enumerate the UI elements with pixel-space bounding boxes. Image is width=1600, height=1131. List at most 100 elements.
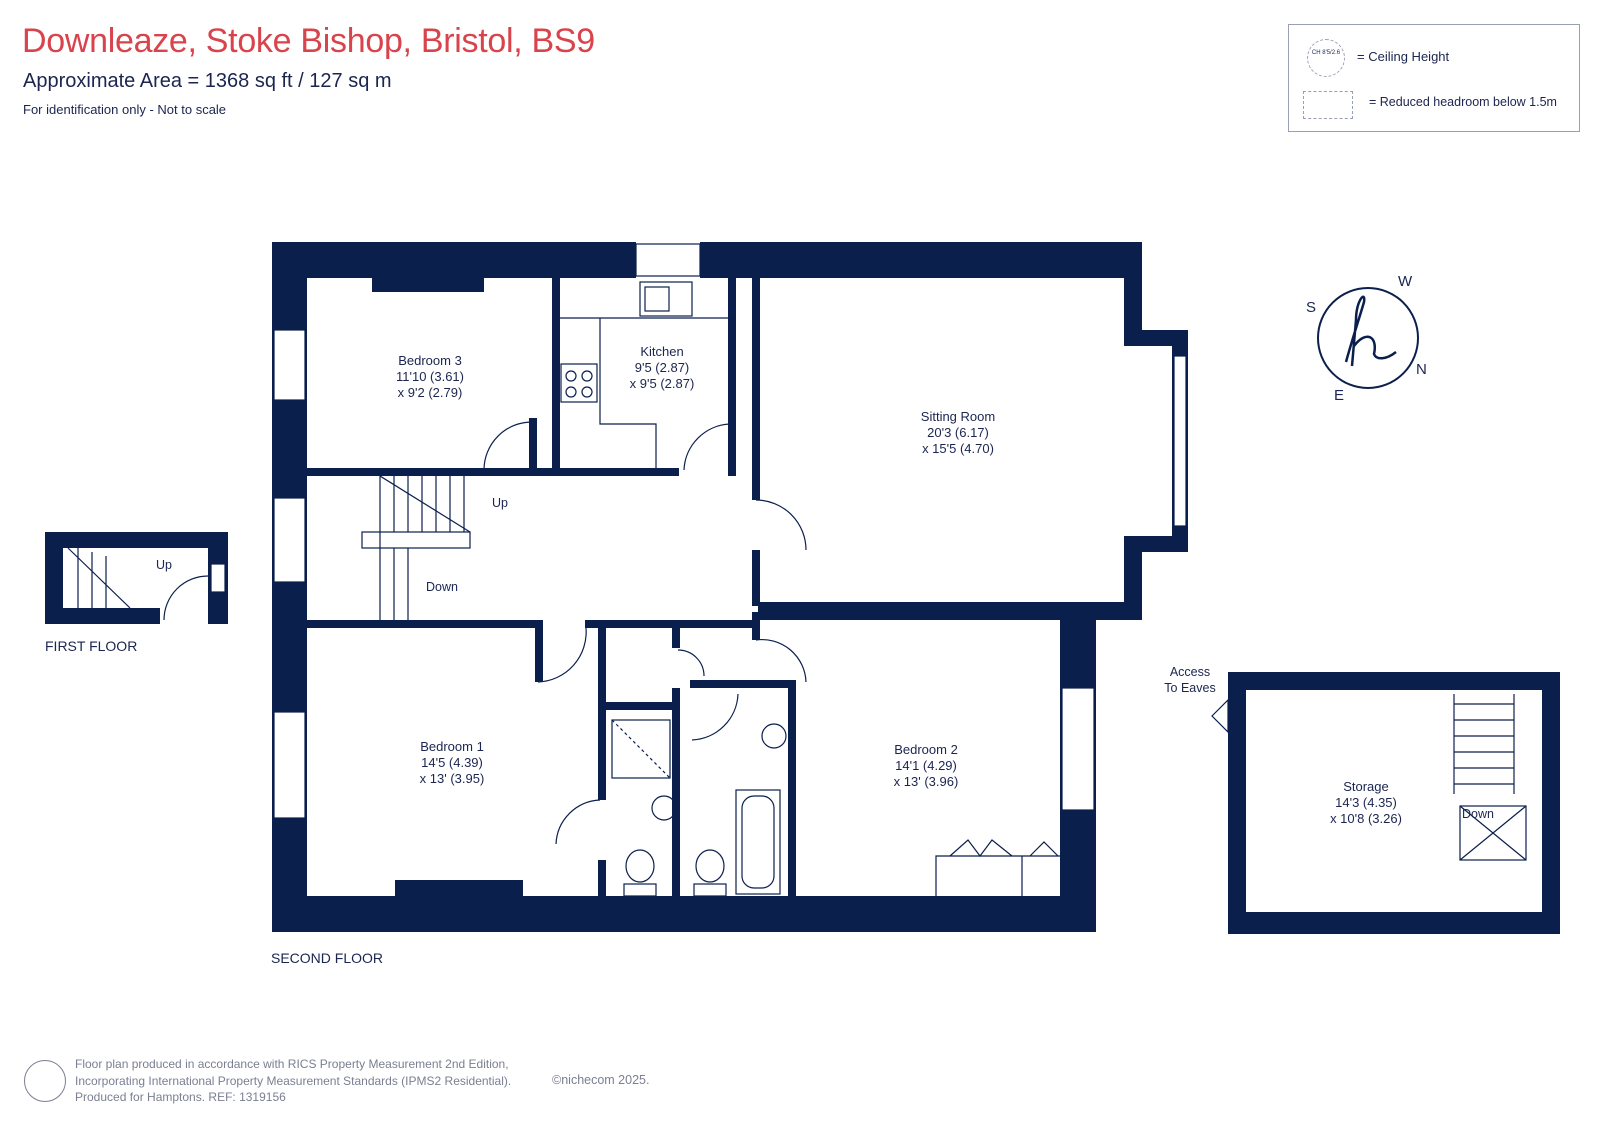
wall: [788, 680, 796, 900]
stair-treads: [379, 476, 465, 620]
kitchen-worktop: [599, 318, 657, 468]
copyright: ©nichecom 2025.: [552, 1073, 650, 1087]
window: [273, 711, 306, 819]
window: [273, 329, 306, 401]
compass-letter-s: S: [1306, 299, 1316, 316]
identification-note: For identification only - Not to scale: [23, 102, 227, 117]
legend-box: CH 8'5/2.6 = Ceiling Height = Reduced he…: [1288, 24, 1580, 132]
compass-circle: [1317, 287, 1419, 389]
stair-treads: [67, 547, 131, 609]
footer-line: Incorporating International Property Mea…: [75, 1073, 512, 1088]
first-floor-label: FIRST FLOOR: [45, 638, 138, 654]
wall: [672, 688, 680, 900]
wall: [307, 468, 529, 476]
wall: [1228, 672, 1246, 934]
wall: [1228, 912, 1560, 934]
toilet-cistern: [693, 883, 727, 897]
ceiling-height-label: = Ceiling Height: [1357, 49, 1450, 64]
door-swing: [537, 627, 587, 683]
logo-mark: [1344, 295, 1397, 367]
room-dim-bedroom-1: x 13' (3.95): [420, 771, 485, 786]
hob-ring: [581, 370, 593, 382]
wall: [529, 468, 679, 476]
room-name-bedroom-3: Bedroom 3: [398, 353, 462, 368]
wall: [758, 602, 1142, 620]
wall: [752, 550, 760, 606]
door-swing: [683, 423, 731, 471]
storage-down-label: Down: [1462, 807, 1494, 821]
info-icon: [24, 1060, 66, 1102]
wall: [598, 628, 606, 800]
room-dim-kitchen: 9'5 (2.87): [635, 360, 690, 375]
hob-icon: [560, 363, 598, 403]
wall: [672, 628, 680, 648]
wall: [307, 620, 535, 628]
footer-line: Floor plan produced in accordance with R…: [75, 1057, 509, 1071]
wall: [700, 242, 1140, 278]
room-dim-sitting-room: x 15'5 (4.70): [922, 441, 994, 456]
window: [1173, 355, 1187, 527]
stair-up-label: Up: [492, 496, 508, 510]
room-name-bedroom-2: Bedroom 2: [894, 742, 958, 757]
wall: [395, 880, 523, 896]
wall: [752, 612, 760, 640]
stair-down-label: Down: [426, 580, 458, 594]
basin-icon: [651, 795, 677, 821]
room-dim-bedroom-3: 11'10 (3.61): [396, 369, 464, 384]
stair-treads: [1453, 694, 1515, 794]
bath-icon: [735, 789, 781, 895]
first-floor-up-label: Up: [156, 558, 172, 572]
chimney-breast: [635, 243, 701, 277]
wall: [1124, 242, 1142, 342]
door-swing: [691, 693, 739, 741]
wall: [372, 278, 484, 292]
access-label: Access: [1170, 665, 1210, 679]
door-swing: [163, 575, 209, 621]
stair-break-line: [379, 475, 471, 533]
compass-letter-e: E: [1334, 387, 1344, 404]
sink-icon: [639, 281, 693, 317]
loft-hatch-cross: [1459, 805, 1527, 861]
compass: S W N E: [1306, 273, 1427, 404]
room-dim-storage: 14'3 (4.35): [1335, 795, 1397, 810]
room-name-storage: Storage: [1343, 779, 1389, 794]
wall: [752, 278, 760, 500]
window: [273, 497, 306, 583]
hob-ring: [581, 386, 593, 398]
footer-notes: Floor plan produced in accordance with R…: [75, 1056, 511, 1106]
ceiling-height-icon: CH 8'5/2.6: [1307, 39, 1345, 77]
bath-inner: [741, 795, 775, 889]
room-name-sitting-room: Sitting Room: [921, 409, 995, 424]
room-dim-sitting-room: 20'3 (6.17): [927, 425, 989, 440]
eaves-label: To Eaves: [1164, 681, 1215, 695]
basin-icon: [761, 723, 787, 749]
wall: [606, 702, 678, 710]
wardrobe: [935, 855, 1060, 896]
door-swing: [483, 421, 533, 471]
hob-ring: [565, 386, 577, 398]
second-floor-label: SECOND FLOOR: [271, 950, 384, 966]
door-swing: [677, 649, 705, 677]
window: [210, 563, 226, 593]
wall: [552, 278, 560, 476]
approximate-area: Approximate Area = 1368 sq ft / 127 sq m: [23, 70, 392, 92]
hob-ring: [565, 370, 577, 382]
sink-bowl: [644, 286, 670, 312]
wall: [728, 278, 736, 476]
room-dim-bedroom-1: 14'5 (4.39): [421, 755, 483, 770]
room-dim-bedroom-2: 14'1 (4.29): [895, 758, 957, 773]
compass-letter-w: W: [1398, 273, 1413, 290]
reduced-headroom-icon: [1303, 91, 1353, 119]
room-dim-bedroom-2: x 13' (3.96): [894, 774, 959, 789]
compass-letter-n: N: [1416, 361, 1427, 378]
wall: [272, 896, 1096, 932]
reduced-headroom-label: = Reduced headroom below 1.5m: [1369, 95, 1557, 109]
door-swing: [755, 499, 807, 551]
door-swing: [755, 638, 807, 683]
wall: [45, 608, 160, 624]
room-dim-storage: x 10'8 (3.26): [1330, 811, 1402, 826]
room-dim-bedroom-3: x 9'2 (2.79): [398, 385, 463, 400]
loft-hatch: [1459, 805, 1527, 861]
wall: [585, 620, 755, 628]
